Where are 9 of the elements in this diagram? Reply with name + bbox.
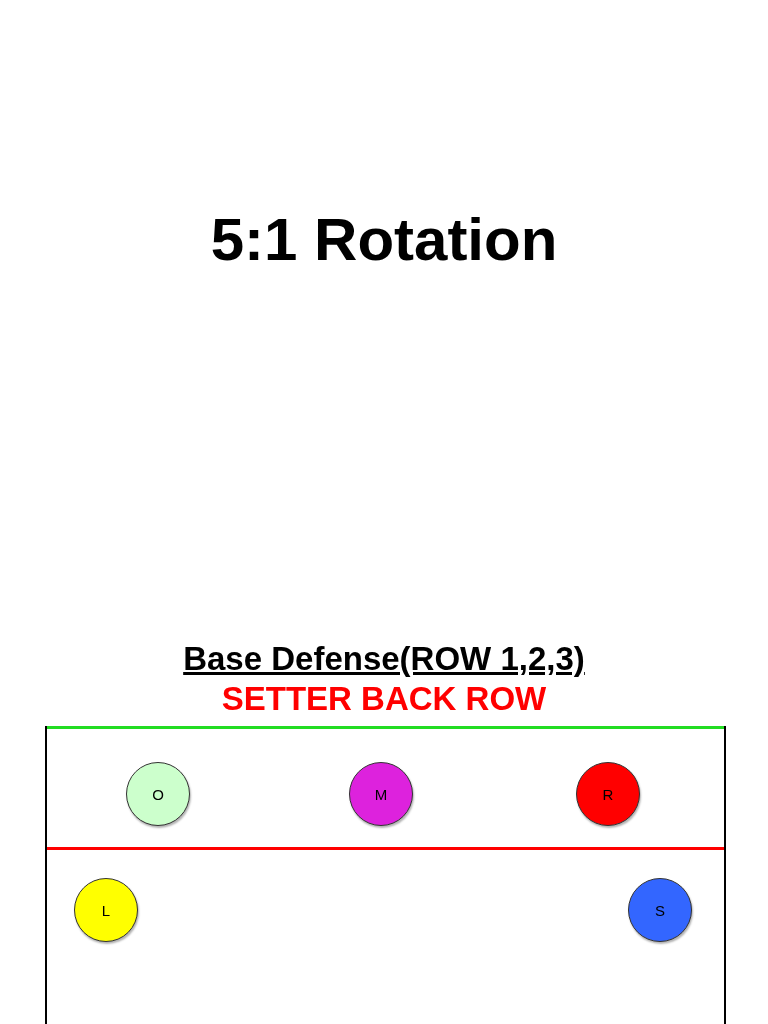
player-circle: O xyxy=(126,762,190,826)
court-outline xyxy=(45,726,726,1024)
slide-title: 5:1 Rotation xyxy=(210,206,558,273)
player-circle: S xyxy=(628,878,692,942)
section-heading: Base Defense(ROW 1,2,3) xyxy=(183,640,585,677)
subheading: SETTER BACK ROW xyxy=(221,680,547,717)
player-circle: R xyxy=(576,762,640,826)
player-circle: M xyxy=(349,762,413,826)
player-circle: L xyxy=(74,878,138,942)
